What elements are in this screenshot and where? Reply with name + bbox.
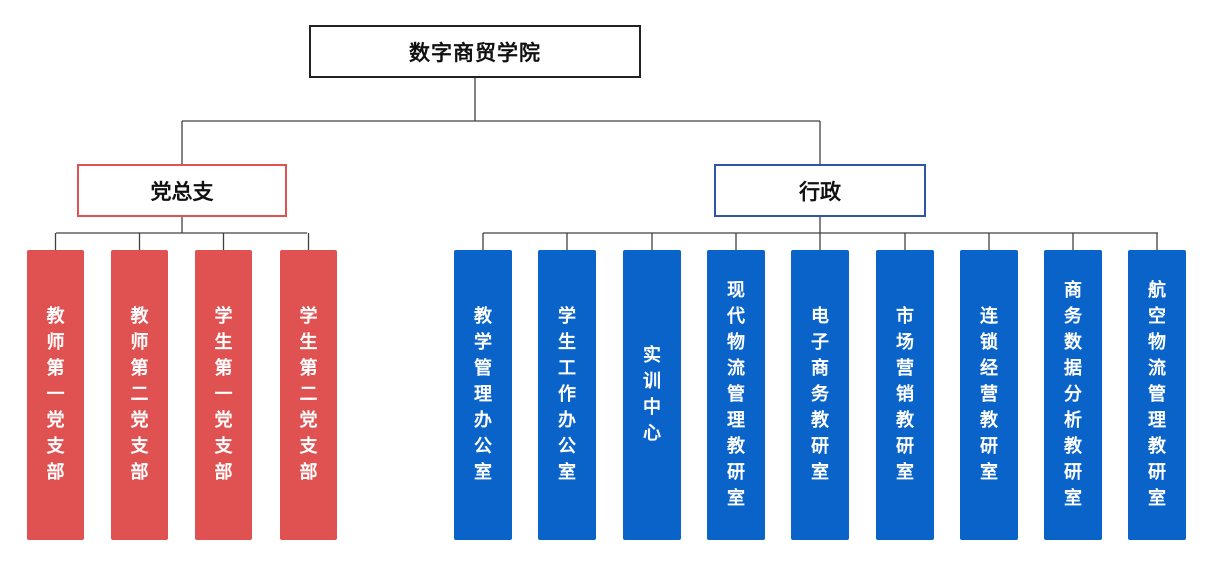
leaf-node-party-4: 学生第二党支部 [280, 250, 337, 540]
branch-node-party: 党总支 [77, 164, 287, 217]
leaf-node-label: 学生工作办公室 [558, 306, 576, 483]
leaf-node-admin-1: 教学管理办公室 [454, 250, 512, 540]
leaf-node-label: 电子商务教研室 [811, 306, 829, 483]
leaf-node-label: 教学管理办公室 [474, 306, 492, 483]
leaf-node-admin-7: 连锁经营教研室 [960, 250, 1018, 540]
leaf-node-label: 航空物流管理教研室 [1148, 280, 1166, 509]
branch-node-admin-label: 行政 [799, 179, 841, 204]
leaf-node-admin-4: 现代物流管理教研室 [707, 250, 765, 540]
leaf-node-party-3: 学生第一党支部 [195, 250, 252, 540]
leaf-node-label: 现代物流管理教研室 [727, 280, 745, 509]
leaf-node-label: 学生第一党支部 [214, 306, 233, 483]
leaf-node-label: 实训中心 [643, 345, 661, 444]
leaf-node-label: 连锁经营教研室 [980, 306, 998, 483]
leaf-node-label: 教师第二党支部 [130, 306, 149, 483]
leaf-node-admin-6: 市场营销教研室 [876, 250, 934, 540]
branch-node-party-label: 党总支 [150, 179, 214, 204]
leaf-node-admin-2: 学生工作办公室 [538, 250, 596, 540]
branch-node-admin: 行政 [714, 164, 926, 217]
leaf-node-admin-3: 实训中心 [623, 250, 681, 540]
leaf-node-admin-8: 商务数据分析教研室 [1044, 250, 1102, 540]
leaf-node-label: 教师第一党支部 [46, 306, 65, 483]
leaf-node-label: 商务数据分析教研室 [1064, 280, 1082, 509]
leaf-node-label: 市场营销教研室 [896, 306, 914, 483]
leaf-node-party-2: 教师第二党支部 [111, 250, 168, 540]
root-node-label: 数字商贸学院 [409, 40, 541, 65]
leaf-node-label: 学生第二党支部 [299, 306, 318, 483]
leaf-node-admin-9: 航空物流管理教研室 [1128, 250, 1186, 540]
leaf-node-party-1: 教师第一党支部 [27, 250, 84, 540]
root-node-box: 数字商贸学院 [309, 25, 641, 78]
leaf-node-admin-5: 电子商务教研室 [791, 250, 849, 540]
